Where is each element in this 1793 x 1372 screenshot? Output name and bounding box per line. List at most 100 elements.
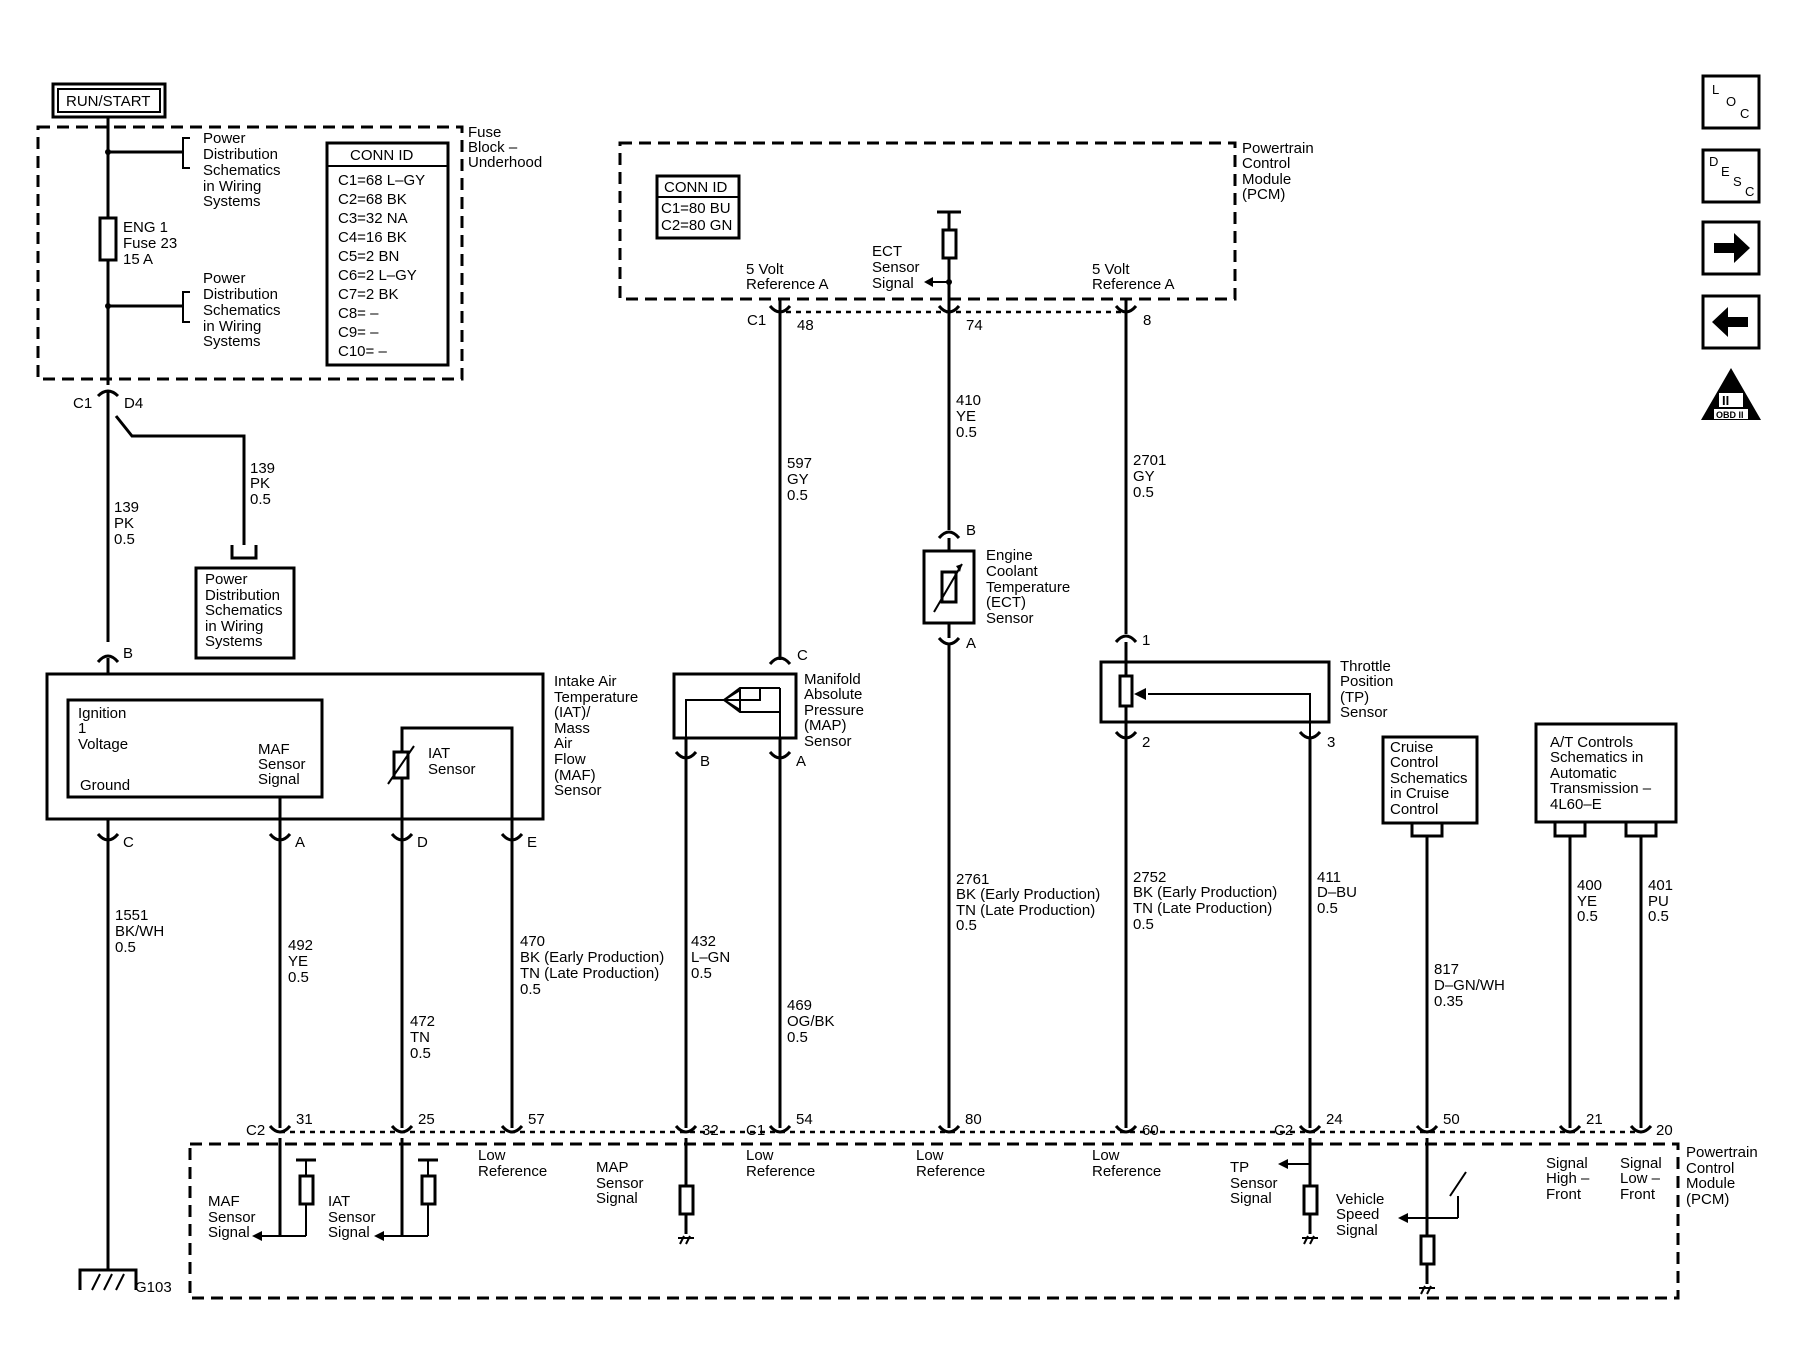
wire-470: 470 BK (Early Production) TN (Late Produ… xyxy=(520,933,664,998)
svg-text:C8= –: C8= – xyxy=(338,305,379,322)
svg-text:CONN ID: CONN ID xyxy=(664,179,728,196)
fuse-label: ENG 1 Fuse 23 15 A xyxy=(123,219,177,268)
svg-text:2761: 2761 xyxy=(956,871,989,888)
svg-text:Speed: Speed xyxy=(1336,1206,1379,1223)
svg-text:8: 8 xyxy=(1143,312,1151,329)
svg-text:0.5: 0.5 xyxy=(787,1029,808,1046)
wire-2752: 2752 BK (Early Production) TN (Late Prod… xyxy=(1133,869,1277,933)
svg-text:0.5: 0.5 xyxy=(250,491,271,508)
wire-2761: 2761 BK (Early Production) TN (Late Prod… xyxy=(956,871,1100,934)
svg-text:Sensor: Sensor xyxy=(596,1175,644,1192)
svg-text:D–BU: D–BU xyxy=(1317,884,1357,901)
svg-text:A/T Controls: A/T Controls xyxy=(1550,734,1633,751)
svg-text:Sensor: Sensor xyxy=(554,782,602,799)
svg-text:BK (Early Production): BK (Early Production) xyxy=(520,949,664,966)
svg-text:400: 400 xyxy=(1577,877,1602,894)
svg-text:50: 50 xyxy=(1443,1111,1460,1128)
pcm-top-label: Powertrain Control Module (PCM) xyxy=(1242,140,1314,203)
svg-text:Sensor: Sensor xyxy=(872,259,920,276)
wire-139-pk-branch: 139 PK 0.5 xyxy=(250,460,275,508)
pcm-tp-sensor-signal: TP Sensor Signal xyxy=(1230,1159,1278,1207)
power-distribution-ref-2[interactable]: Power Distribution Schematics in Wiring … xyxy=(203,270,281,350)
svg-text:A: A xyxy=(796,753,806,770)
svg-text:TP: TP xyxy=(1230,1159,1249,1176)
svg-text:80: 80 xyxy=(965,1111,982,1128)
svg-text:D: D xyxy=(417,834,428,851)
svg-text:C1=80 BU: C1=80 BU xyxy=(661,200,731,217)
svg-text:MAF: MAF xyxy=(208,1193,240,1210)
svg-text:BK (Early Production): BK (Early Production) xyxy=(1133,884,1277,901)
desc-button[interactable]: D E S C xyxy=(1701,148,1761,204)
low-reference-maf: Low Reference xyxy=(478,1147,547,1180)
svg-text:Transmission –: Transmission – xyxy=(1550,780,1652,797)
svg-text:Reference: Reference xyxy=(478,1163,547,1180)
svg-text:Schematics: Schematics xyxy=(203,302,281,319)
svg-text:0.35: 0.35 xyxy=(1434,993,1463,1010)
svg-text:1551: 1551 xyxy=(115,907,148,924)
svg-text:Front: Front xyxy=(1620,1186,1656,1203)
svg-text:Low: Low xyxy=(1092,1147,1120,1164)
svg-text:(ECT): (ECT) xyxy=(986,594,1026,611)
svg-text:Reference A: Reference A xyxy=(1092,276,1175,293)
at-controls-ref[interactable] xyxy=(1534,722,1678,824)
wire-401: 401 PU 0.5 xyxy=(1648,877,1673,925)
low-reference-tp: Low Reference xyxy=(1092,1147,1161,1180)
svg-text:0.5: 0.5 xyxy=(288,969,309,986)
svg-text:Signal: Signal xyxy=(328,1224,370,1241)
svg-text:MAP: MAP xyxy=(596,1159,629,1176)
svg-text:Manifold: Manifold xyxy=(804,671,861,688)
cruise-control-ref[interactable] xyxy=(1381,735,1479,825)
svg-text:S: S xyxy=(1733,174,1742,189)
svg-text:C7=2 BK: C7=2 BK xyxy=(338,286,398,303)
wire-400: 400 YE 0.5 xyxy=(1577,877,1602,925)
svg-text:II: II xyxy=(1722,393,1729,408)
svg-text:Module: Module xyxy=(1686,1175,1735,1192)
svg-text:ECT: ECT xyxy=(872,243,902,260)
svg-text:Temperature: Temperature xyxy=(986,579,1070,596)
wire-432: 432 L–GN 0.5 xyxy=(691,933,730,982)
svg-text:YE: YE xyxy=(288,953,308,970)
svg-text:0.5: 0.5 xyxy=(410,1045,431,1062)
svg-text:20: 20 xyxy=(1656,1122,1673,1139)
svg-text:2701: 2701 xyxy=(1133,452,1166,469)
power-distribution-ref-3[interactable] xyxy=(194,566,296,660)
svg-text:4L60–E: 4L60–E xyxy=(1550,796,1602,813)
svg-text:Block –: Block – xyxy=(468,139,518,156)
svg-text:Sensor: Sensor xyxy=(1230,1175,1278,1192)
svg-text:C1: C1 xyxy=(747,312,766,329)
svg-text:Systems: Systems xyxy=(203,333,261,350)
svg-text:Control: Control xyxy=(1390,754,1438,771)
ect-sensor-label: Engine Coolant Temperature (ECT) Sensor xyxy=(986,547,1070,627)
loc-button[interactable]: L O C xyxy=(1701,74,1761,130)
svg-text:Sensor: Sensor xyxy=(208,1209,256,1226)
svg-text:L: L xyxy=(1712,82,1719,97)
svg-text:C5=2 BN: C5=2 BN xyxy=(338,248,399,265)
previous-arrow-icon[interactable] xyxy=(1701,294,1761,350)
next-arrow-icon[interactable] xyxy=(1701,220,1761,276)
svg-text:Underhood: Underhood xyxy=(468,154,542,171)
svg-text:0.5: 0.5 xyxy=(1317,900,1338,917)
power-distribution-ref-1[interactable]: Power Distribution Schematics in Wiring … xyxy=(203,130,281,210)
svg-text:Powertrain: Powertrain xyxy=(1242,140,1314,157)
svg-text:(PCM): (PCM) xyxy=(1686,1191,1729,1208)
pcm-map-sensor-signal: MAP Sensor Signal xyxy=(596,1159,644,1207)
svg-text:Reference: Reference xyxy=(916,1163,985,1180)
svg-text:Control: Control xyxy=(1390,801,1438,818)
svg-text:MAF: MAF xyxy=(258,741,290,758)
svg-text:BK (Early Production): BK (Early Production) xyxy=(956,886,1100,903)
svg-text:60: 60 xyxy=(1142,1122,1159,1139)
svg-text:Sensor: Sensor xyxy=(986,610,1034,627)
svg-text:Sensor: Sensor xyxy=(428,761,476,778)
svg-text:Power: Power xyxy=(203,130,246,147)
svg-text:GY: GY xyxy=(787,471,809,488)
svg-text:B: B xyxy=(700,753,710,770)
svg-text:Schematics: Schematics xyxy=(205,602,283,619)
svg-text:PK: PK xyxy=(114,515,134,532)
obd-ii-icon[interactable]: II OBD II xyxy=(1701,368,1761,420)
svg-text:410: 410 xyxy=(956,392,981,409)
svg-text:32: 32 xyxy=(702,1122,719,1139)
svg-text:C1: C1 xyxy=(746,1122,765,1139)
svg-text:C4=16 BK: C4=16 BK xyxy=(338,229,407,246)
svg-text:Signal: Signal xyxy=(208,1224,250,1241)
